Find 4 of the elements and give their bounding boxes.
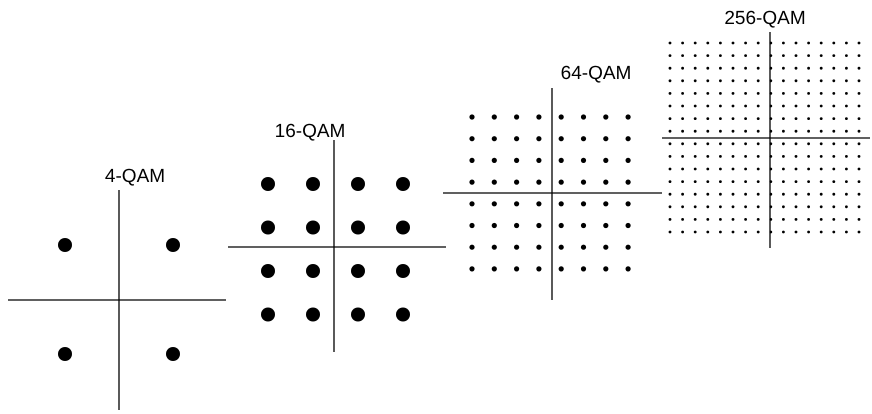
constellation-title: 16-QAM bbox=[274, 121, 346, 143]
constellation-title: 64-QAM bbox=[560, 63, 632, 85]
constellation-title: 256-QAM bbox=[724, 8, 806, 30]
constellation-title: 4-QAM bbox=[104, 166, 166, 188]
